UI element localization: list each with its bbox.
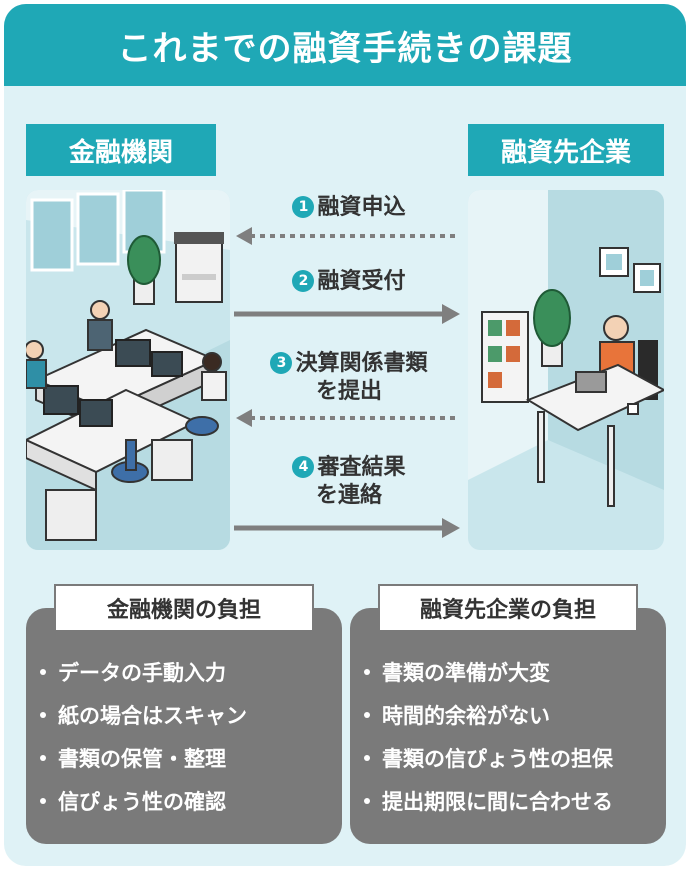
list-item: 書類の保管・整理: [40, 738, 334, 781]
step-3-text: 決算関係書類: [295, 351, 428, 376]
company-burden-panel: 融資先企業の負担 書類の準備が大変 時間的余裕がない 書類の信ぴょう性の担保 提…: [350, 584, 666, 844]
bullet-icon: [364, 669, 370, 675]
bullet-icon: [40, 755, 46, 761]
step-3-text-line2: を提出: [315, 379, 382, 404]
company-burden-list: 書類の準備が大変 時間的余裕がない 書類の信ぴょう性の担保 提出期限に間に合わせ…: [364, 652, 658, 824]
bank-office-icon: [26, 190, 230, 550]
step-number-badge: 2: [292, 270, 315, 292]
bullet-icon: [364, 755, 370, 761]
list-item: 時間的余裕がない: [364, 695, 658, 738]
bank-burden-title: 金融機関の負担: [54, 584, 314, 632]
list-item: 書類の信ぴょう性の担保: [364, 738, 658, 781]
arrow-left-dashed-icon: [236, 409, 458, 427]
diagram-card: これまでの融資手続きの課題 金融機関 融資先企業: [4, 4, 686, 866]
list-item: データの手動入力: [40, 652, 334, 695]
bullet-icon: [40, 712, 46, 718]
company-burden-title: 融資先企業の負担: [378, 584, 638, 632]
step-2-text: 融資受付: [317, 269, 406, 294]
list-item: 紙の場合はスキャン: [40, 695, 334, 738]
step-number-badge: 3: [270, 352, 293, 374]
step-number-badge: 1: [292, 196, 315, 218]
list-item: 信ぴょう性の確認: [40, 781, 334, 824]
bullet-icon: [40, 798, 46, 804]
step-number-badge: 4: [292, 456, 315, 478]
company-office-icon: [468, 190, 664, 550]
arrow-right-solid-icon: [234, 518, 460, 538]
step-4-text-line2: を連絡: [315, 483, 382, 508]
bullet-icon: [364, 798, 370, 804]
list-item: 書類の準備が大変: [364, 652, 658, 695]
step-4-text: 審査結果: [317, 455, 406, 480]
step-1-text: 融資申込: [317, 195, 406, 220]
page-title: これまでの融資手続きの課題: [4, 4, 686, 86]
arrow-left-dashed-icon: [236, 227, 458, 245]
arrow-right-solid-icon: [234, 304, 460, 324]
bullet-icon: [364, 712, 370, 718]
bank-burden-panel: 金融機関の負担 データの手動入力 紙の場合はスキャン 書類の保管・整理 信ぴょう…: [26, 584, 342, 844]
company-office-illustration: [468, 190, 664, 550]
bank-label: 金融機関: [26, 124, 216, 176]
company-label: 融資先企業: [468, 124, 664, 176]
bank-burden-list: データの手動入力 紙の場合はスキャン 書類の保管・整理 信ぴょう性の確認: [40, 652, 334, 824]
bullet-icon: [40, 669, 46, 675]
bank-office-illustration: [26, 190, 230, 550]
list-item: 提出期限に間に合わせる: [364, 781, 658, 824]
